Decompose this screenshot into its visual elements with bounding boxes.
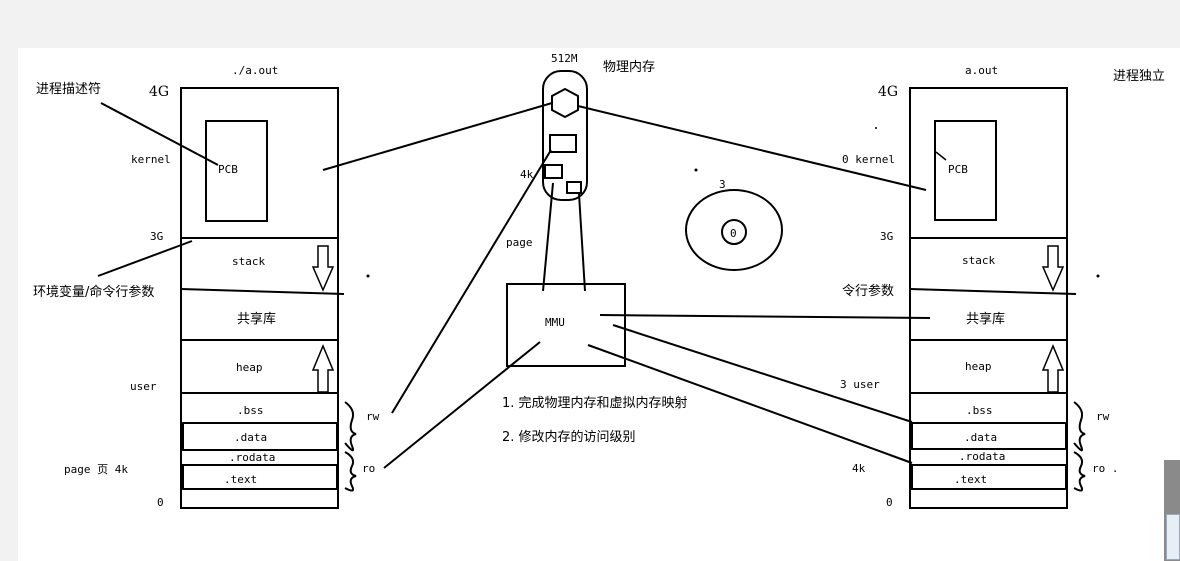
physical-memory: 512M 物理内存 4k page	[506, 52, 655, 249]
right-text-box	[911, 464, 1067, 490]
right-rw-brace	[1073, 401, 1086, 452]
ring-outer	[685, 189, 783, 271]
left-page-label: page 页 4k	[64, 463, 128, 476]
left-process-address-space: ./a.out 4G PCB kernel 3G stack 共享库 heap …	[64, 64, 380, 509]
left-text-label: .text	[224, 473, 257, 486]
right-3g-label: 3G	[880, 230, 893, 243]
phys-size-label: 512M	[551, 52, 578, 65]
left-stack-label: stack	[232, 255, 265, 268]
whiteboard-canvas: ./a.out 4G PCB kernel 3G stack 共享库 heap …	[18, 48, 1180, 561]
right-user-label: 3 user	[840, 378, 880, 391]
right-text-label: .text	[954, 473, 987, 486]
right-kernel-label: 0 kernel	[842, 153, 895, 166]
left-text-box	[182, 464, 338, 490]
left-user-label: user	[130, 380, 157, 393]
ring-inner	[721, 219, 747, 245]
right-rodata-label: .rodata	[959, 450, 1005, 463]
pcb-pointer-line	[100, 102, 219, 166]
left-data-label: .data	[234, 431, 267, 444]
phys-page-label: page	[506, 236, 533, 249]
stray-dot-2	[694, 168, 698, 172]
ring-inner-label: 0	[730, 227, 737, 240]
right-stack-down-arrow-icon	[1041, 245, 1065, 292]
right-4k-label: 4k	[852, 462, 866, 475]
phys-page-b	[544, 164, 563, 179]
left-rw-label: rw	[366, 410, 380, 423]
privilege-rings: 3 0	[685, 168, 783, 271]
mmu-label: MMU	[545, 316, 565, 329]
right-heap-label: heap	[965, 360, 992, 373]
stray-dot-3	[1096, 274, 1100, 278]
left-title: ./a.out	[232, 64, 278, 77]
left-pcb-label: PCB	[218, 163, 238, 176]
right-address-box	[909, 87, 1068, 509]
left-rodata-label: .rodata	[229, 451, 275, 464]
mmu-to-right-bss-line	[612, 324, 913, 423]
left-kernel-to-phys-line	[322, 102, 553, 171]
phys-mem-label: 物理内存	[603, 59, 655, 75]
left-ro-label: ro	[362, 462, 375, 475]
phys-4k-label: 4k	[520, 168, 534, 181]
left-stack-divider	[180, 288, 345, 295]
mmu-function-2: 2. 修改内存的访问级别	[502, 429, 636, 445]
right-bss-label: .bss	[966, 404, 993, 417]
left-address-box	[180, 87, 339, 509]
right-data-box	[911, 422, 1067, 450]
mmu-to-phys-line-2	[578, 193, 586, 292]
left-4g-label: 4G	[149, 84, 169, 100]
left-stack-down-arrow-icon	[311, 245, 335, 292]
right-title: a.out	[965, 64, 998, 77]
env-args-label: 环境变量/命令行参数	[33, 284, 154, 300]
right-pcb-label: PCB	[948, 163, 968, 176]
phys-kernel-hexagon	[551, 87, 579, 119]
memory-diagram: ./a.out 4G PCB kernel 3G stack 共享库 heap …	[33, 52, 1165, 509]
vertical-scrollbar[interactable]	[1164, 460, 1180, 561]
right-kernel-to-phys-line	[577, 105, 927, 191]
right-stack-divider	[909, 288, 1077, 295]
stray-dot-4	[875, 127, 877, 129]
phys-mem-capsule	[542, 70, 588, 201]
left-ro-brace	[344, 451, 357, 492]
left-shared-lib-label: 共享库	[237, 311, 276, 327]
right-pcb-box	[934, 120, 997, 221]
right-data-label: .data	[964, 431, 997, 444]
left-data-box	[182, 422, 338, 451]
left-rw-brace	[344, 401, 357, 452]
scroll-thumb[interactable]	[1166, 514, 1180, 560]
left-rw-to-phys-line	[391, 149, 552, 414]
right-process-address-space: 进程独立 a.out 4G PCB 0 kernel 3G stack 令行参数…	[840, 64, 1165, 509]
mmu-to-phys-line-1	[542, 182, 554, 292]
right-ro-label: ro .	[1092, 462, 1119, 475]
pcb-description-label: 进程描述符	[36, 81, 101, 97]
process-independent-label: 进程独立	[1113, 69, 1165, 84]
left-heap-label: heap	[236, 361, 263, 374]
right-shared-lib-label: 共享库	[966, 311, 1005, 327]
left-ro-to-mmu-line	[383, 341, 541, 469]
mmu-to-right-lib-line	[599, 314, 931, 319]
left-3g-label: 3G	[150, 230, 163, 243]
mmu-function-1: 1. 完成物理内存和虚拟内存映射	[502, 395, 688, 411]
env-pointer-line	[97, 240, 193, 277]
right-zero-label: 0	[886, 496, 893, 509]
phys-page-c	[566, 181, 582, 194]
right-args-label: 令行参数	[842, 283, 894, 299]
phys-page-a	[549, 134, 577, 153]
right-ro-brace	[1073, 451, 1086, 492]
left-pcb-box	[205, 120, 268, 222]
ring-outer-label: 3	[719, 178, 726, 191]
right-pcb-tick	[935, 151, 947, 161]
mmu: MMU	[506, 182, 626, 367]
mmu-to-right-rodata-line	[587, 344, 913, 464]
left-bss-label: .bss	[237, 404, 264, 417]
mmu-box	[506, 283, 626, 367]
right-stack-label: stack	[962, 254, 995, 267]
left-kernel-label: kernel	[131, 153, 171, 166]
right-heap-up-arrow-icon	[1041, 344, 1065, 393]
right-4g-label: 4G	[878, 84, 898, 100]
left-heap-up-arrow-icon	[311, 344, 335, 393]
stray-dot	[366, 274, 370, 278]
left-zero-label: 0	[157, 496, 164, 509]
right-rw-label: rw	[1096, 410, 1110, 423]
